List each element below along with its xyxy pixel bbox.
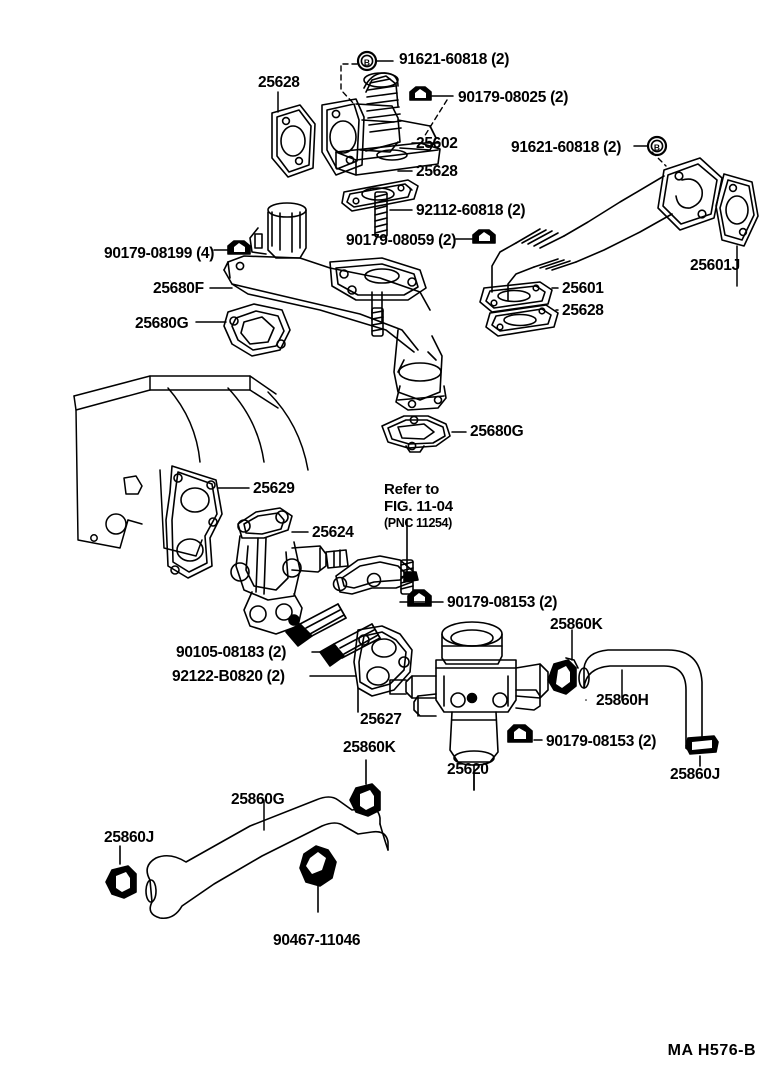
callout-92112-60818: 92112-60818 (2) — [416, 202, 526, 219]
callout-25628-mid: 25628 — [416, 163, 458, 180]
stud-refer-to — [400, 519, 414, 595]
reference-note: Refer to FIG. 11-04 (PNC 11254) — [384, 481, 453, 530]
callout-25860J-left: 25860J — [104, 829, 154, 846]
gasket-25629 — [165, 465, 223, 579]
part-25624-assembly — [230, 507, 349, 635]
hose-25860G — [105, 759, 389, 920]
callout-90179-08153-lower: 90179-08153 (2) — [546, 733, 657, 750]
callout-25602: 25602 — [416, 135, 458, 152]
callout-25680G-left: 25680G — [135, 315, 189, 332]
callout-25680F: 25680F — [153, 280, 204, 297]
sheet-code-footer: MA H576-B — [667, 1042, 756, 1059]
clip-90467-11046 — [299, 845, 337, 913]
callout-91621-60818-top: 91621-60818 (2) — [399, 51, 510, 68]
gasket-25628-upper-left — [271, 104, 316, 178]
callout-25860G: 25860G — [231, 791, 285, 808]
bolts-lower-left — [285, 603, 381, 667]
engine-block-outline — [73, 375, 309, 557]
gasket-25680G-center — [381, 415, 451, 453]
callout-25860H: 25860H — [596, 692, 649, 709]
bolt-symbol-b-top: B — [356, 50, 378, 72]
reference-note-line2: FIG. 11-04 — [384, 497, 453, 515]
callout-90179-08153-upper: 90179-08153 (2) — [447, 594, 558, 611]
callout-25628-top: 25628 — [258, 74, 300, 91]
gasket-25601J — [715, 173, 759, 247]
svg-text:B: B — [654, 143, 660, 153]
callout-25620: 25620 — [447, 761, 489, 778]
callout-90179-08199: 90179-08199 (4) — [104, 245, 215, 262]
gasket-25628-right — [485, 304, 559, 337]
part-25602-assembly — [271, 72, 441, 212]
callout-25601: 25601 — [562, 280, 604, 297]
callout-25628-right: 25628 — [562, 302, 604, 319]
nut-90179-08059 — [472, 229, 496, 244]
nut-90179-08153-lower — [507, 724, 533, 743]
callout-25624: 25624 — [312, 524, 354, 541]
callout-25860K-left: 25860K — [343, 739, 396, 756]
linkage-arm — [332, 555, 419, 595]
svg-text:B: B — [364, 58, 370, 68]
flange-25601-lower — [479, 281, 553, 313]
clamp-25860K-left-hose — [349, 759, 381, 817]
gasket-25628-upper-lower — [341, 179, 419, 212]
nut-90179-08199 — [227, 240, 251, 255]
part-25620-valve — [389, 621, 549, 791]
pipe-25601-tube — [491, 175, 673, 301]
callout-25601J: 25601J — [690, 257, 740, 274]
bolt-symbol-b-right: B — [646, 135, 668, 157]
callout-25627: 25627 — [360, 711, 402, 728]
tube-25602-body — [355, 72, 437, 153]
part-25680F-assembly — [223, 202, 447, 411]
gasket-25627 — [353, 625, 413, 713]
clamp-25860J-left — [105, 845, 137, 899]
nut-90179-08153-upper — [407, 589, 432, 607]
gasket-25680G-left — [223, 303, 291, 357]
nut-90179-08025 — [409, 86, 432, 101]
callout-90179-08059: 90179-08059 (2) — [346, 232, 457, 249]
reference-note-line3: (PNC 11254) — [384, 515, 452, 530]
part-25601-assembly: B — [479, 135, 759, 337]
callout-90179-08025: 90179-08025 (2) — [458, 89, 569, 106]
hose-25860H — [547, 649, 719, 767]
clamp-25860K-right-hose — [547, 657, 579, 695]
stud-92112-60818 — [374, 191, 388, 238]
flange-25601-upper — [657, 157, 723, 231]
clamp-25860J-right — [685, 735, 719, 767]
callout-91621-60818-right: 91621-60818 (2) — [511, 139, 622, 156]
callout-90467-11046: 90467-11046 — [273, 932, 361, 949]
flange-25602-left — [321, 98, 365, 176]
callout-25860J-right: 25860J — [670, 766, 720, 783]
callout-25629: 25629 — [253, 480, 295, 497]
leader-lines — [195, 60, 738, 831]
callout-92122-B0820: 92122-B0820 (2) — [172, 668, 285, 685]
callout-90105-08183: 90105-08183 (2) — [176, 644, 287, 661]
callout-25680G-center: 25680G — [470, 423, 524, 440]
reference-note-line1: Refer to — [384, 481, 440, 498]
callout-25860K-right: 25860K — [550, 616, 603, 633]
